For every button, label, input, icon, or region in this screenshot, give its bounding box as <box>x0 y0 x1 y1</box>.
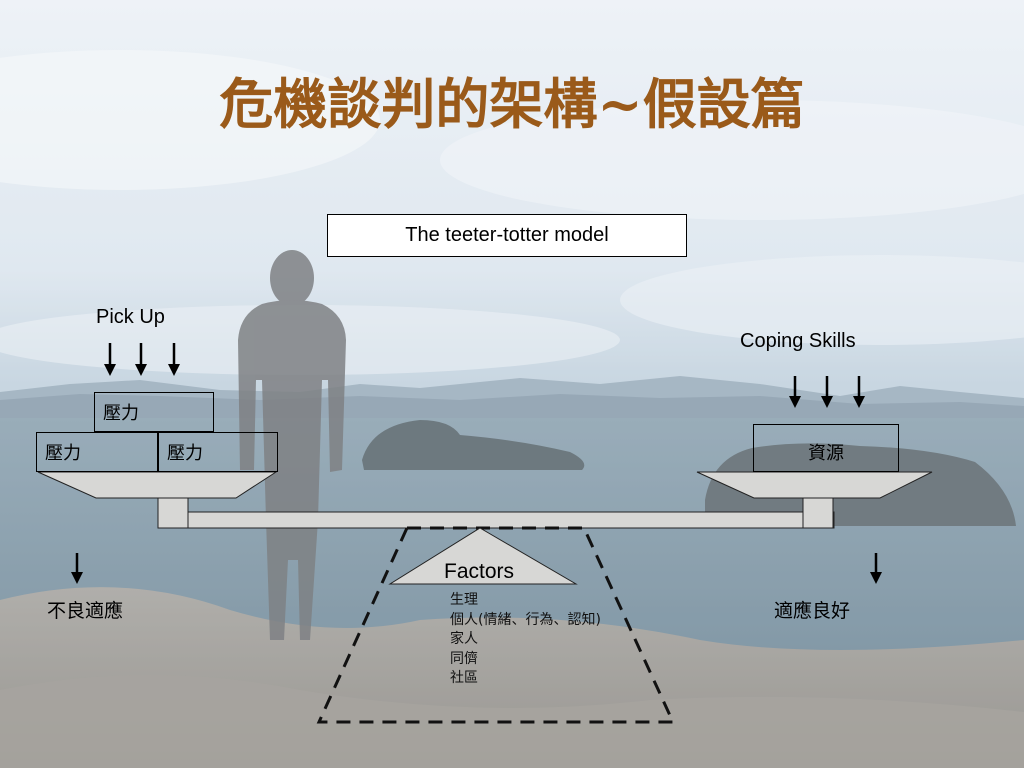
stress-block-label: 壓力 <box>167 443 203 464</box>
list-item: 家人 <box>450 631 478 647</box>
cloud <box>0 50 380 190</box>
slide-title: 危機談判的架構~假設篇 <box>219 72 805 136</box>
coping-skills-label: Coping Skills <box>740 330 856 352</box>
right-beam-post <box>802 497 834 529</box>
list-item: 生理 <box>450 592 478 608</box>
list-item: 個人(情緒、行為、認知) <box>450 611 601 628</box>
pickup-label: Pick Up <box>96 306 165 328</box>
stress-block-right: 壓力 <box>158 432 278 472</box>
stress-block-top: 壓力 <box>94 392 214 432</box>
foreground-rocks-near <box>0 675 1024 768</box>
stress-block-label: 壓力 <box>45 443 81 464</box>
outcome-arrow-right <box>870 553 882 584</box>
island-center <box>362 420 585 470</box>
factor-list: 生理 個人(情緒、行為、認知) 家人 同儕 社區 <box>450 591 601 689</box>
good-adaptation-label: 適應良好 <box>774 600 851 622</box>
maladaptation-label: 不良適應 <box>47 600 124 622</box>
left-pan <box>37 471 278 499</box>
seesaw-beam <box>157 511 835 529</box>
stress-block-label: 壓力 <box>103 403 139 424</box>
model-label-box: The teeter-totter model <box>327 214 687 257</box>
mountain-range-base <box>0 394 1024 422</box>
coping-arrows <box>789 376 865 408</box>
resource-block-label: 資源 <box>808 443 844 464</box>
fulcrum-trapezoid <box>316 526 676 724</box>
list-item: 同儕 <box>450 650 478 667</box>
person-silhouette <box>238 250 346 640</box>
factors-label: Factors <box>444 560 515 583</box>
resource-block: 資源 <box>753 424 899 472</box>
pickup-arrows <box>104 343 180 376</box>
cloud <box>620 255 1024 345</box>
left-beam-post <box>157 497 189 529</box>
list-item: 社區 <box>450 670 478 686</box>
outcome-arrow-left <box>71 553 83 584</box>
model-label: The teeter-totter model <box>405 224 609 246</box>
right-pan <box>696 471 933 499</box>
fulcrum-triangle <box>388 527 578 585</box>
stress-block-left: 壓力 <box>36 432 158 472</box>
cloud <box>440 100 1024 220</box>
